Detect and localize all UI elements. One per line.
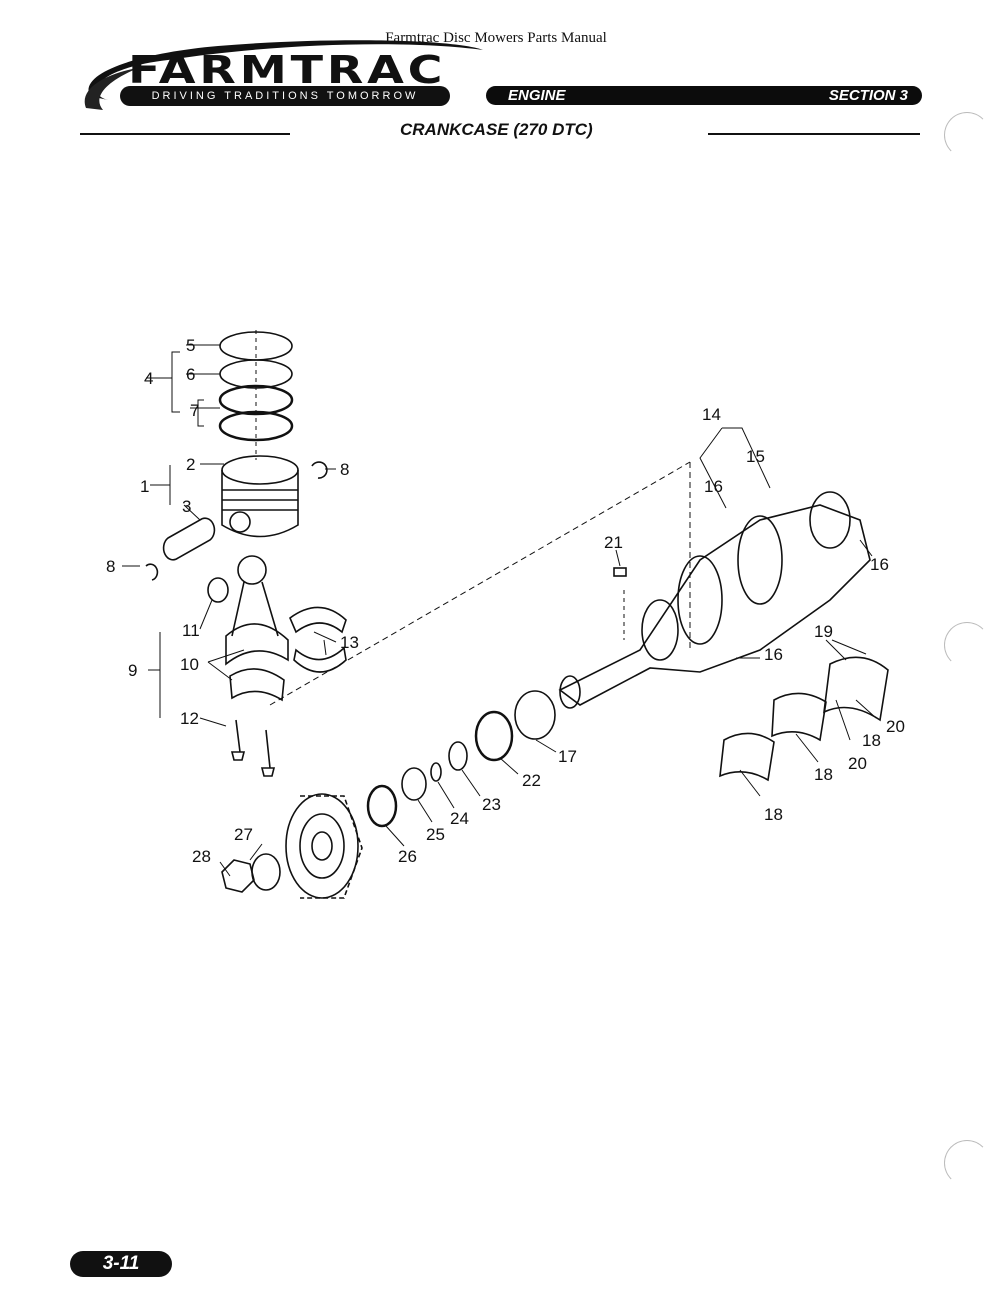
callout-label: 16 bbox=[870, 555, 889, 574]
callout-label: 16 bbox=[764, 645, 783, 664]
callout-label: 19 bbox=[814, 622, 833, 641]
o-ring-icon bbox=[430, 762, 442, 782]
callout-label: 15 bbox=[746, 447, 765, 466]
callout-label: 27 bbox=[234, 825, 253, 844]
callout-label: 20 bbox=[886, 717, 905, 736]
callout-label: 25 bbox=[426, 825, 445, 844]
callout-label: 28 bbox=[192, 847, 211, 866]
callout-label: 2 bbox=[186, 455, 195, 474]
callout-label: 3 bbox=[182, 497, 191, 516]
collar-icon bbox=[401, 767, 427, 801]
rod-bolt-icon bbox=[230, 719, 246, 761]
piston-icon bbox=[221, 455, 299, 538]
punch-hole-icon bbox=[944, 622, 990, 668]
bushing-icon bbox=[514, 690, 556, 740]
callout-label: 4 bbox=[144, 369, 153, 388]
callout-label: 16 bbox=[704, 477, 723, 496]
callout-label: 8 bbox=[106, 557, 115, 576]
callout-label: 18 bbox=[764, 805, 783, 824]
connecting-rod-icon bbox=[207, 555, 289, 702]
callout-label: 9 bbox=[128, 661, 137, 680]
crankshaft-icon bbox=[558, 491, 871, 709]
page-number-badge: 3-11 bbox=[70, 1251, 172, 1277]
brand-name: FARMTRAC bbox=[128, 48, 447, 92]
callout-label: 18 bbox=[814, 765, 833, 784]
callout-label: 13 bbox=[340, 633, 359, 652]
punch-hole-icon bbox=[944, 112, 990, 158]
callout-label: 26 bbox=[398, 847, 417, 866]
piston-pin-icon bbox=[162, 517, 216, 561]
callout-label: 18 bbox=[862, 731, 881, 750]
manual-title: Farmtrac Disc Mowers Parts Manual bbox=[385, 30, 607, 46]
washer-icon bbox=[448, 741, 468, 771]
callout-label: 5 bbox=[186, 336, 195, 355]
callout-label: 22 bbox=[522, 771, 541, 790]
divider-right bbox=[708, 133, 920, 135]
callout-label: 7 bbox=[190, 401, 199, 420]
ring-icon bbox=[218, 384, 294, 416]
divider-left bbox=[80, 133, 290, 135]
callout-label: 12 bbox=[180, 709, 199, 728]
callout-label: 1 bbox=[140, 477, 149, 496]
seal-icon bbox=[366, 784, 398, 828]
page-subtitle: CRANKCASE (270 DTC) bbox=[400, 120, 593, 139]
punch-hole-icon bbox=[944, 1140, 990, 1186]
pulley-icon bbox=[285, 793, 363, 899]
callout-label: 14 bbox=[702, 405, 721, 424]
callout-label: 21 bbox=[604, 533, 623, 552]
engine-label: ENGINE bbox=[508, 87, 566, 104]
bearing-shell-icon bbox=[289, 606, 347, 634]
callout-label: 17 bbox=[558, 747, 577, 766]
callout-label: 20 bbox=[848, 754, 867, 773]
bearing-shell-icon bbox=[293, 646, 347, 673]
circlip-icon bbox=[311, 461, 328, 479]
section-label: SECTION 3 bbox=[828, 87, 908, 104]
rod-bolt-icon bbox=[260, 729, 276, 777]
callout-label: 6 bbox=[186, 365, 195, 384]
section-header-bar: ENGINE SECTION 3 bbox=[486, 86, 922, 105]
main-bearing-icon bbox=[719, 656, 889, 782]
callout-label: 10 bbox=[180, 655, 199, 674]
callout-label: 11 bbox=[182, 621, 200, 640]
woodruff-key-icon bbox=[613, 567, 627, 577]
nut-icon bbox=[221, 859, 255, 893]
circlip-icon bbox=[145, 563, 159, 581]
gear-icon bbox=[474, 710, 514, 762]
callout-label: 24 bbox=[450, 809, 469, 828]
callout-label: 8 bbox=[340, 460, 349, 479]
brand-tagline: DRIVING TRADITIONS TOMORROW bbox=[120, 86, 450, 106]
callout-label: 23 bbox=[482, 795, 501, 814]
logo-swoosh-icon bbox=[84, 40, 484, 110]
farmtrac-logo: FARMTRAC DRIVING TRADITIONS TOMORROW bbox=[78, 38, 498, 118]
washer-icon bbox=[251, 853, 281, 891]
